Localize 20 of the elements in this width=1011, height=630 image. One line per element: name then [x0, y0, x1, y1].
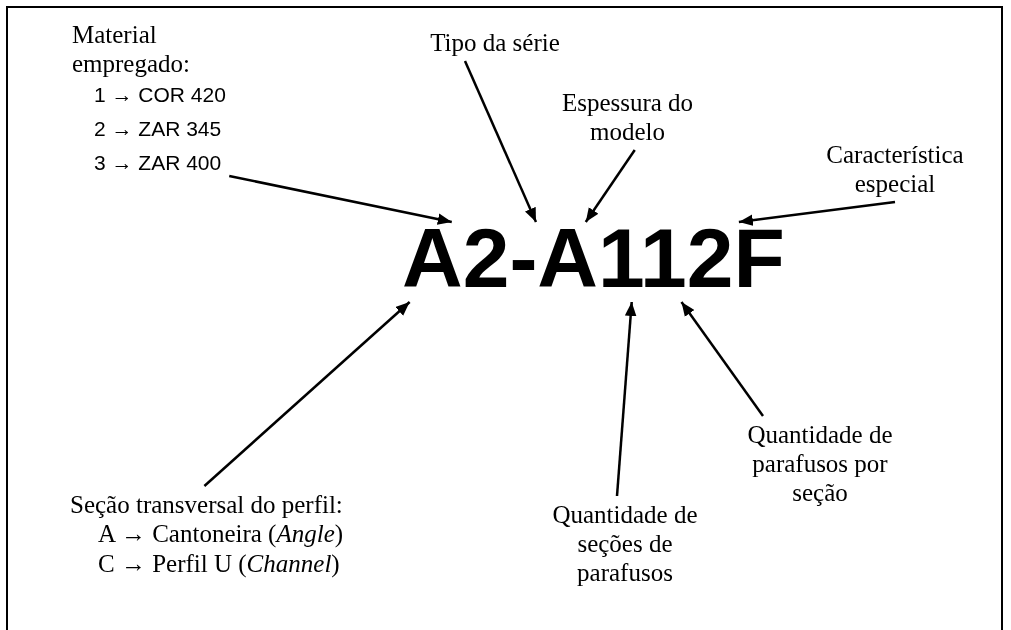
- leader-arrow: [680, 301, 764, 417]
- leader-arrow: [738, 200, 896, 226]
- leader-arrow: [228, 174, 453, 225]
- heading-text: Material empregado:: [72, 20, 191, 78]
- leader-arrow: [203, 301, 411, 487]
- annotation-text: Quantidade de seções de parafusos: [545, 500, 705, 587]
- list-item: 3 → ZAR 400: [93, 150, 222, 176]
- heading-text: Seção transversal do perfil:: [70, 490, 343, 519]
- leader-arrow: [584, 149, 636, 223]
- designation-code: A2-A112F: [402, 212, 785, 304]
- leader-arrow: [615, 301, 637, 497]
- annotation-text: Quantidade de parafusos por seção: [745, 420, 895, 507]
- leader-arrow: [463, 60, 538, 223]
- list-item: 1 → COR 420: [93, 82, 226, 108]
- annotation-text: Espessura do modelo: [555, 88, 700, 146]
- list-item: C → Perfil U (Channel): [97, 549, 340, 579]
- annotation-text: Característica especial: [820, 140, 970, 198]
- list-item: A → Cantoneira (Angle): [97, 519, 344, 549]
- list-item: 2 → ZAR 345: [93, 116, 222, 142]
- annotation-text: Tipo da série: [420, 28, 570, 57]
